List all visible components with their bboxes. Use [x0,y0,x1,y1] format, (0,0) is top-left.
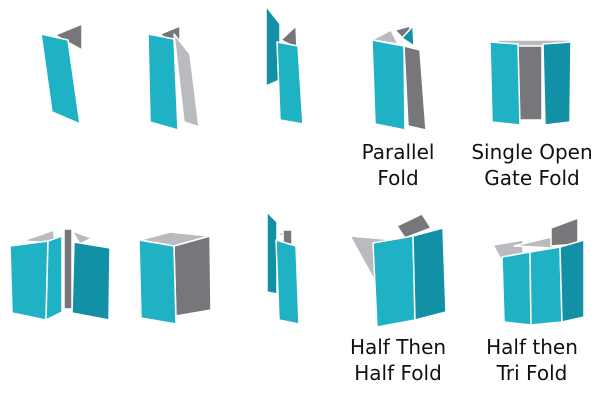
caption-line: Parallel [361,140,435,164]
folded-panel [173,33,200,128]
parallel-fold-step-2 [147,25,200,131]
brochure-panel [45,235,63,321]
brochure-panel [266,211,278,295]
brochure-panel [71,241,111,321]
half-half-step-1 [9,228,111,321]
caption-single-open-gate-fold: Single Open Gate Fold [462,139,600,191]
brochure-panel [501,251,532,326]
brochure-panel [542,41,572,126]
brochure-panel [9,240,49,321]
brochure-panel [372,235,416,328]
folded-panel [173,235,212,317]
caption-line: Half Fold [354,361,442,385]
folded-panel [550,217,579,247]
folded-panel [396,213,432,239]
caption-line: Gate Fold [484,166,580,190]
half-tri-final [492,217,585,326]
half-half-step-3 [266,211,300,325]
brochure-panel [489,41,521,126]
brochure-panel [147,33,179,131]
brochure-panel [559,239,585,323]
brochure-panel [138,239,177,325]
caption-half-then-tri-fold: Half then Tri Fold [472,334,592,386]
caption-line: Half then [486,335,578,359]
single-gate-fold-final [489,39,572,126]
folded-panel [403,45,427,131]
brochure-panel [275,239,300,325]
caption-line: Single Open [471,140,593,164]
half-half-final [349,213,447,328]
brochure-panel [371,39,406,131]
brochure-panel [529,246,563,326]
folded-panel [71,230,93,245]
caption-half-then-half-fold: Half Then Half Fold [338,334,458,386]
brochure-panel [401,25,415,47]
folded-panel [63,228,73,310]
caption-parallel-fold: Parallel Fold [348,139,448,191]
caption-line: Half Then [349,335,447,359]
brochure-panel [412,227,447,321]
half-half-step-2 [138,231,212,325]
parallel-fold-step-3 [265,5,304,125]
parallel-fold-final [371,25,427,131]
caption-line: Fold [377,166,419,190]
caption-line: Tri Fold [496,361,568,385]
parallel-fold-step-1 [40,23,83,125]
brochure-panel [276,41,304,125]
brochure-panel [40,33,81,125]
